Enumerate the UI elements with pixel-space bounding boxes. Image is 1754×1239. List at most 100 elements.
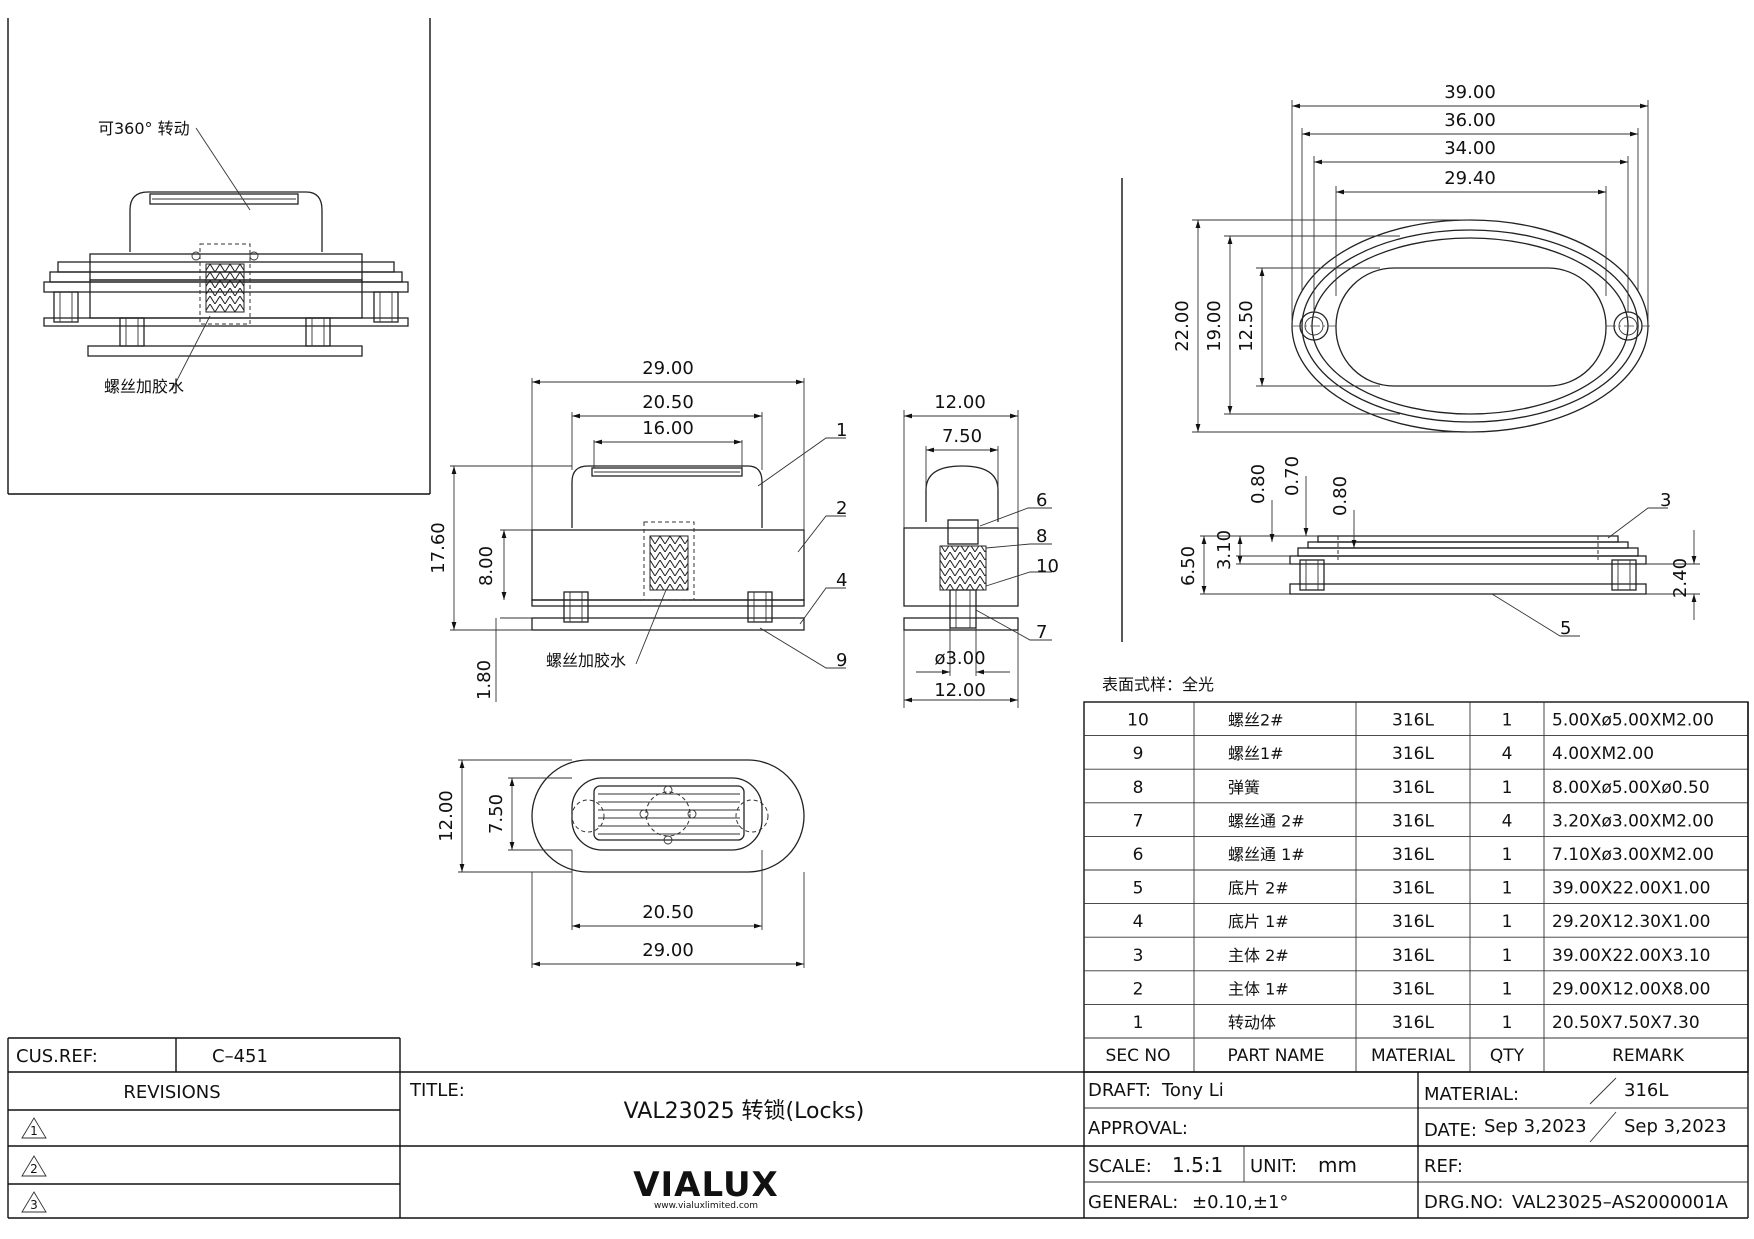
surface-note: 表面式样：全光 bbox=[1102, 675, 1214, 694]
base-side-view: 6.50 3.10 0.80 0.70 0.80 2.40 3 5 bbox=[1178, 456, 1700, 639]
bom-cell-remark: 5.00Xø5.00XM2.00 bbox=[1552, 711, 1714, 731]
bom-cell-name: 螺丝通 2# bbox=[1228, 811, 1305, 830]
base-dim-22: 22.00 bbox=[1172, 300, 1193, 352]
base-dim-19: 19.00 bbox=[1204, 300, 1225, 352]
ref-label: REF: bbox=[1424, 1156, 1463, 1177]
callout-9: 9 bbox=[836, 650, 847, 671]
bom-cell-remark: 29.20X12.30X1.00 bbox=[1552, 912, 1710, 932]
bom-cell-name: 螺丝2# bbox=[1228, 711, 1284, 730]
base-dim-29-4: 29.40 bbox=[1444, 168, 1496, 189]
bom-cell-name: 弹簧 bbox=[1228, 778, 1260, 797]
bom-cell-remark: 20.50X7.50X7.30 bbox=[1552, 1013, 1700, 1033]
front-dim-17-6: 17.60 bbox=[428, 522, 449, 574]
bom-cell-no: 9 bbox=[1133, 744, 1144, 764]
bom-cell-mat: 316L bbox=[1392, 1013, 1434, 1033]
bom-table: 10 螺丝2# 316L 1 5.00Xø5.00XM2.00 9 螺丝1# 316L 4 4.0… bbox=[1083, 701, 1749, 1073]
bom-cell-name: 转动体 bbox=[1228, 1013, 1276, 1032]
bom-header-remark: REMARK bbox=[1612, 1046, 1685, 1066]
base-dim-12-5: 12.50 bbox=[1236, 300, 1257, 352]
bom-cell-no: 5 bbox=[1133, 879, 1144, 899]
material-value: 316L bbox=[1624, 1080, 1668, 1101]
unit-value: mm bbox=[1318, 1153, 1357, 1177]
screw-glue-note-front: 螺丝加胶水 bbox=[546, 651, 626, 670]
bom-cell-mat: 316L bbox=[1392, 778, 1434, 798]
top-view: 12.00 7.50 20.50 29.00 bbox=[436, 759, 805, 968]
front-dim-20-5: 20.50 bbox=[642, 392, 694, 413]
top-dim-29: 29.00 bbox=[642, 940, 694, 961]
bom-cell-qty: 1 bbox=[1502, 879, 1513, 899]
title-value: VAL23025 转锁(Locks) bbox=[624, 1099, 865, 1124]
svg-text:3: 3 bbox=[30, 1198, 38, 1212]
bom-cell-qty: 4 bbox=[1502, 744, 1513, 764]
base-dim-0-8a: 0.80 bbox=[1248, 464, 1269, 504]
bom-cell-remark: 7.10Xø3.00XM2.00 bbox=[1552, 845, 1714, 865]
bom-cell-qty: 1 bbox=[1502, 912, 1513, 932]
bom-cell-no: 3 bbox=[1133, 946, 1144, 966]
callout-7: 7 bbox=[1036, 622, 1047, 643]
front-dim-8: 8.00 bbox=[476, 546, 497, 586]
vialux-logo-url: www.vialuxlimited.com bbox=[654, 1201, 758, 1211]
bom-cell-name: 主体 1# bbox=[1228, 979, 1289, 998]
revisions-label: REVISIONS bbox=[123, 1082, 220, 1103]
bom-cell-qty: 1 bbox=[1502, 1013, 1513, 1033]
base-top-view: 39.00 36.00 34.00 29.40 22.00 19.00 12.5… bbox=[1121, 82, 1650, 642]
bom-cell-no: 1 bbox=[1133, 1013, 1144, 1033]
svg-text:1: 1 bbox=[30, 1124, 38, 1138]
bom-header-material: MATERIAL bbox=[1371, 1046, 1456, 1066]
revision-mark-1: 1 bbox=[21, 1117, 47, 1139]
bom-cell-name: 主体 2# bbox=[1228, 946, 1289, 965]
bom-cell-no: 4 bbox=[1133, 912, 1144, 932]
bom-cell-no: 6 bbox=[1133, 845, 1144, 865]
bom-cell-mat: 316L bbox=[1392, 711, 1434, 731]
date-value-2: Sep 3,2023 bbox=[1624, 1116, 1727, 1137]
cus-ref-label: CUS.REF: bbox=[16, 1046, 98, 1067]
cus-ref-value: C–451 bbox=[212, 1046, 268, 1067]
bom-cell-remark: 3.20Xø3.00XM2.00 bbox=[1552, 811, 1714, 831]
bom-header-no: SEC NO bbox=[1106, 1046, 1171, 1066]
bom-cell-name: 底片 2# bbox=[1228, 879, 1289, 898]
bom-cell-no: 2 bbox=[1133, 979, 1144, 999]
bom-cell-mat: 316L bbox=[1392, 744, 1434, 764]
bom-cell-remark: 4.00XM2.00 bbox=[1552, 744, 1654, 764]
draft-value: Tony Li bbox=[1161, 1080, 1224, 1101]
bom-cell-no: 10 bbox=[1127, 711, 1149, 731]
bom-cell-mat: 316L bbox=[1392, 845, 1434, 865]
base-dim-3-1: 3.10 bbox=[1214, 530, 1235, 570]
title-block: CUS.REF: C–451 REVISIONS 1 2 3 TITLE: VA… bbox=[7, 702, 1749, 1219]
side-dim-7-5: 7.50 bbox=[942, 426, 982, 447]
bom-cell-remark: 39.00X22.00X3.10 bbox=[1552, 946, 1710, 966]
bom-cell-qty: 1 bbox=[1502, 845, 1513, 865]
callout-3: 3 bbox=[1660, 490, 1671, 511]
approval-label: APPROVAL: bbox=[1088, 1118, 1188, 1139]
unit-label: UNIT: bbox=[1250, 1156, 1297, 1177]
base-dim-0-8b: 0.80 bbox=[1330, 476, 1351, 516]
detail-view: 可360° 转动 螺丝加胶水 bbox=[7, 18, 431, 495]
drg-no-label: DRG.NO: bbox=[1424, 1192, 1503, 1213]
bom-cell-name: 螺丝1# bbox=[1228, 744, 1284, 763]
draft-label: DRAFT: bbox=[1088, 1080, 1151, 1101]
scale-label: SCALE: bbox=[1088, 1156, 1152, 1177]
bom-cell-mat: 316L bbox=[1392, 912, 1434, 932]
bom-cell-qty: 1 bbox=[1502, 979, 1513, 999]
side-dim-12-bottom: 12.00 bbox=[934, 680, 986, 701]
bom-cell-mat: 316L bbox=[1392, 979, 1434, 999]
base-dim-34: 34.00 bbox=[1444, 138, 1496, 159]
bom-cell-mat: 316L bbox=[1392, 879, 1434, 899]
rotate-note: 可360° 转动 bbox=[98, 119, 190, 138]
side-dim-12-top: 12.00 bbox=[934, 392, 986, 413]
callout-1: 1 bbox=[836, 420, 847, 441]
svg-text:2: 2 bbox=[30, 1162, 38, 1176]
bom-cell-no: 7 bbox=[1133, 811, 1144, 831]
material-label: MATERIAL: bbox=[1424, 1084, 1519, 1105]
general-value: ±0.10,±1° bbox=[1192, 1192, 1288, 1213]
screw-glue-note-detail: 螺丝加胶水 bbox=[104, 377, 184, 396]
front-dim-29: 29.00 bbox=[642, 358, 694, 379]
bom-cell-qty: 1 bbox=[1502, 711, 1513, 731]
bom-cell-name: 螺丝通 1# bbox=[1228, 845, 1305, 864]
bom-cell-qty: 1 bbox=[1502, 778, 1513, 798]
top-dim-7-5: 7.50 bbox=[486, 794, 507, 834]
front-view: 29.00 20.50 16.00 17.60 8.00 1.80 1 2 4 … bbox=[428, 358, 847, 702]
scale-value: 1.5:1 bbox=[1172, 1153, 1223, 1177]
front-dim-16: 16.00 bbox=[642, 418, 694, 439]
